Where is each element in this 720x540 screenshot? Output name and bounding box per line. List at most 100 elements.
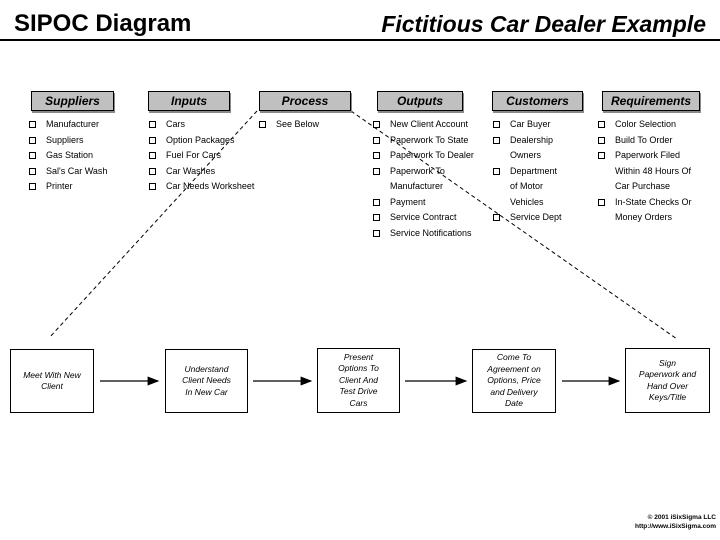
checkbox-bullet-icon <box>373 136 380 144</box>
outputs-list: New Client Account Paperwork To State Pa… <box>373 117 485 241</box>
process-step-label: Present Options To Client And Test Drive… <box>338 351 379 408</box>
column-header-outputs: Outputs <box>377 91 463 111</box>
process-step-3: Present Options To Client And Test Drive… <box>317 348 400 413</box>
checkbox-bullet-icon <box>149 121 156 128</box>
column-header-suppliers: Suppliers <box>31 91 114 111</box>
checkbox-bullet-icon <box>29 152 36 159</box>
list-item-label: Car Buyer <box>510 119 551 129</box>
list-item: Sal's Car Wash <box>29 164 143 180</box>
list-item-label: Manufacturer <box>46 119 100 129</box>
page-title: SIPOC Diagram <box>14 10 192 37</box>
process-step-4: Come To Agreement on Options, Price and … <box>472 349 556 413</box>
checkbox-bullet-icon <box>598 198 605 206</box>
checkbox-bullet-icon <box>493 121 500 128</box>
list-item: Paperwork Filed Within 48 Hours Of Car P… <box>598 148 716 195</box>
checkbox-bullet-icon <box>373 198 380 206</box>
list-item: Car Needs Worksheet <box>149 179 257 195</box>
list-item-label: Car Needs Worksheet <box>166 181 255 191</box>
checkbox-bullet-icon <box>598 136 605 144</box>
list-item: Payment <box>373 195 485 211</box>
list-item: Paperwork To State <box>373 133 485 149</box>
list-item-label: Car Washes <box>166 165 216 176</box>
checkbox-bullet-icon <box>373 229 380 237</box>
list-item: Dealership Owners <box>493 133 599 164</box>
list-item: Car Buyer <box>493 117 599 133</box>
list-item: Service Notifications <box>373 226 485 242</box>
list-item-label: Service Notifications <box>390 227 472 238</box>
customers-list: Car Buyer Dealership Owners Department o… <box>493 117 599 226</box>
list-item-label: See Below <box>276 119 320 129</box>
checkbox-bullet-icon <box>493 214 500 221</box>
list-item-label: Paperwork To Dealer <box>390 150 474 160</box>
checkbox-bullet-icon <box>149 152 156 159</box>
list-item: Paperwork To Dealer <box>373 148 485 164</box>
list-item: Gas Station <box>29 148 143 164</box>
list-item: Build To Order <box>598 133 716 149</box>
list-item: Car Washes <box>149 164 257 180</box>
list-item-label: Color Selection <box>615 119 677 129</box>
title-divider-line <box>0 39 720 41</box>
process-step-label: Come To Agreement on Options, Price and … <box>487 352 541 409</box>
list-item-label: Suppliers <box>46 134 84 145</box>
copyright-text: © 2001 iSixSigma LLC <box>647 514 716 521</box>
checkbox-bullet-icon <box>149 136 156 144</box>
list-item-label: Service Dept <box>510 212 562 222</box>
footer-url: http://www.iSixSigma.com <box>634 523 716 530</box>
list-item: Suppliers <box>29 133 143 149</box>
list-item-label: Service Contract <box>390 212 457 222</box>
inputs-list: Cars Option Packages Fuel For Cars Car W… <box>149 117 257 195</box>
checkbox-bullet-icon <box>29 167 36 175</box>
list-item: Paperwork To Manufacturer <box>373 164 485 195</box>
list-item: See Below <box>259 117 359 133</box>
list-item-label: Department of Motor Vehicles <box>510 165 558 207</box>
list-item-label: New Client Account <box>390 119 469 129</box>
list-item-label: Payment <box>390 196 426 207</box>
process-step-label: Meet With New Client <box>23 369 81 392</box>
checkbox-bullet-icon <box>598 121 605 128</box>
list-item-label: Cars <box>166 119 186 129</box>
list-item: Fuel For Cars <box>149 148 257 164</box>
list-item-label: Printer <box>46 181 73 191</box>
checkbox-bullet-icon <box>29 121 36 128</box>
list-item-label: Sal's Car Wash <box>46 165 108 176</box>
checkbox-bullet-icon <box>493 136 500 144</box>
list-item-label: Gas Station <box>46 150 94 160</box>
list-item: Service Contract <box>373 210 485 226</box>
list-item: Service Dept <box>493 210 599 226</box>
list-item: Department of Motor Vehicles <box>493 164 599 211</box>
list-item: New Client Account <box>373 117 485 133</box>
list-item: Printer <box>29 179 143 195</box>
checkbox-bullet-icon <box>598 152 605 159</box>
checkbox-bullet-icon <box>29 136 36 144</box>
checkbox-bullet-icon <box>373 121 380 128</box>
list-item-label: Paperwork To Manufacturer <box>390 165 445 192</box>
checkbox-bullet-icon <box>259 121 266 128</box>
list-item-label: Paperwork To State <box>390 134 469 145</box>
process-step-2: Understand Client Needs In New Car <box>165 349 248 413</box>
list-item-label: Paperwork Filed Within 48 Hours Of Car P… <box>615 150 692 191</box>
list-item-label: Option Packages <box>166 134 235 145</box>
process-expansion-dashed-line-left <box>48 110 258 339</box>
list-item: Manufacturer <box>29 117 143 133</box>
list-item-label: Dealership Owners <box>510 134 554 161</box>
process-step-5: Sign Paperwork and Hand Over Keys/Title <box>625 348 710 413</box>
column-header-customers: Customers <box>492 91 583 111</box>
checkbox-bullet-icon <box>373 167 380 175</box>
checkbox-bullet-icon <box>29 183 36 190</box>
list-item: Color Selection <box>598 117 716 133</box>
page-subtitle: Fictitious Car Dealer Example <box>381 11 706 37</box>
checkbox-bullet-icon <box>149 183 156 190</box>
process-step-label: Sign Paperwork and Hand Over Keys/Title <box>638 357 697 403</box>
checkbox-bullet-icon <box>373 214 380 221</box>
checkbox-bullet-icon <box>373 152 380 159</box>
footer: © 2001 iSixSigma LLC http://www.iSixSigm… <box>635 513 716 531</box>
list-item-label: Fuel For Cars <box>166 150 222 160</box>
list-item: Option Packages <box>149 133 257 149</box>
process-step-1: Meet With New Client <box>10 349 94 413</box>
list-item-label: In-State Checks Or Money Orders <box>615 196 692 223</box>
process-step-label: Understand Client Needs In New Car <box>182 363 231 397</box>
suppliers-list: Manufacturer Suppliers Gas Station Sal's… <box>29 117 143 195</box>
checkbox-bullet-icon <box>493 167 500 175</box>
